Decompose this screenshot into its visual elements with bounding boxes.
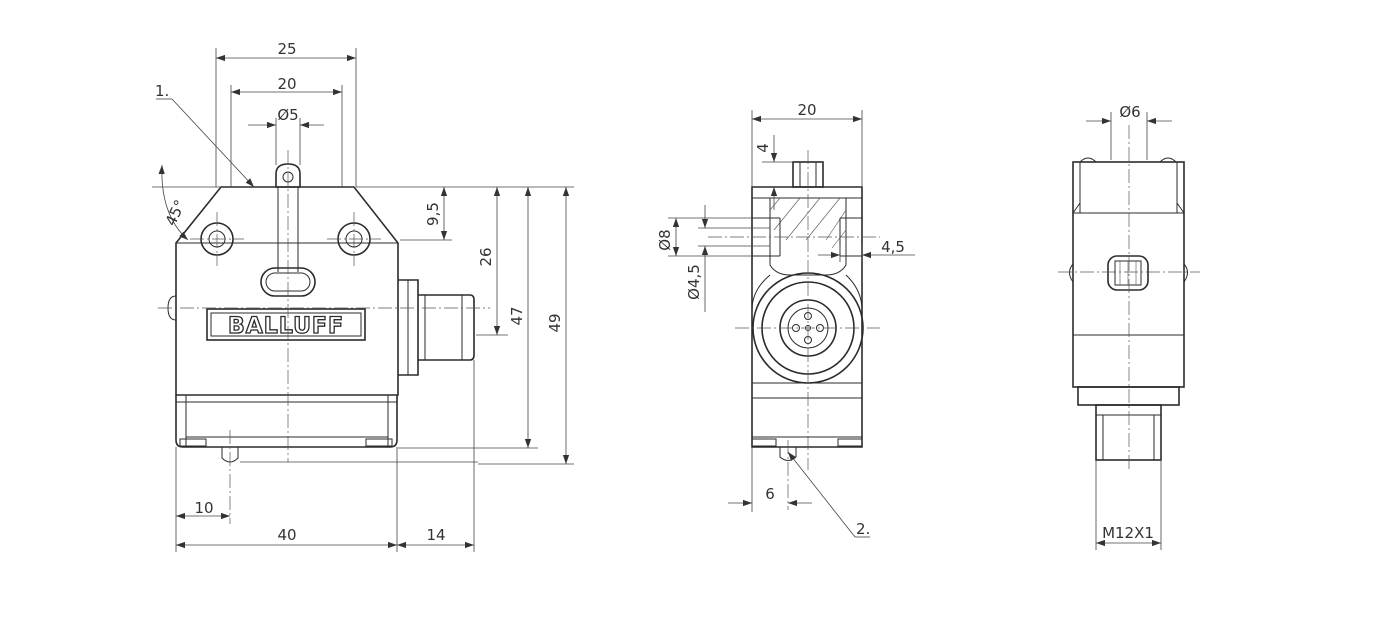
front-view: BALLUFF 25 20 Ø5 1. — [152, 40, 574, 552]
dim-angle-45: 45° — [162, 197, 190, 229]
dim-chamfer-height: 9,5 — [424, 202, 442, 226]
dim-width-25: 25 — [277, 40, 296, 58]
callout-1: 1. — [155, 82, 169, 100]
side-dim-offset-6: 6 — [765, 485, 775, 503]
dim-offset-10: 10 — [194, 499, 213, 517]
side-dim-counterbore: 4,5 — [881, 238, 905, 256]
dim-plunger-dia: Ø5 — [277, 106, 298, 124]
dim-height-26: 26 — [477, 247, 495, 266]
brand-logo-text: BALLUFF — [228, 314, 344, 339]
callout-2: 2. — [856, 520, 870, 538]
side-dim-width-20: 20 — [797, 101, 816, 119]
rear-dim-thread: M12X1 — [1102, 524, 1154, 542]
dim-width-40: 40 — [277, 526, 296, 544]
dim-height-49: 49 — [546, 313, 564, 332]
rear-dim-dia-6: Ø6 — [1119, 103, 1140, 121]
side-view: 20 4 Ø8 Ø4,5 4,5 6 2. — [656, 101, 915, 538]
side-dim-travel-4: 4 — [754, 143, 772, 153]
dim-width-20: 20 — [277, 75, 296, 93]
rear-view: Ø6 M12X1 — [1058, 103, 1200, 550]
side-dim-dia-45: Ø4,5 — [685, 264, 703, 300]
dim-height-47: 47 — [508, 306, 526, 325]
dim-connector-14: 14 — [426, 526, 445, 544]
side-dim-dia-8: Ø8 — [656, 229, 674, 250]
